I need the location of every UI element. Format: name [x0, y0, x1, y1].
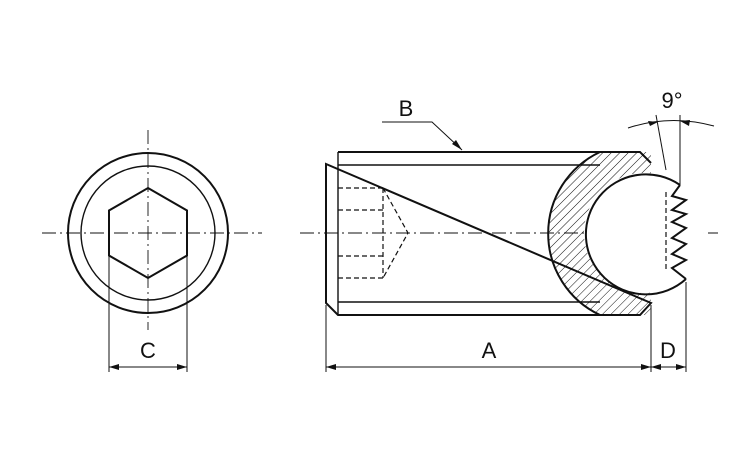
angle-inclined-line — [655, 114, 667, 171]
inner-circle — [80, 165, 216, 301]
hex-socket — [108, 186, 188, 280]
label-a: A — [482, 338, 497, 363]
ball-outline — [584, 173, 687, 296]
outer-thread-circle — [67, 152, 229, 314]
body-outline — [325, 151, 653, 316]
dim-d-arrow-left — [651, 364, 661, 370]
angle-arrow-right — [680, 120, 690, 126]
dim-c-arrow-left — [109, 364, 119, 370]
dim-a-arrow-left — [326, 364, 336, 370]
serrated-face — [669, 184, 689, 280]
label-angle: 9° — [661, 88, 682, 113]
leader-b-arrow — [452, 140, 462, 150]
dim-c-arrow-right — [177, 364, 187, 370]
end-view: C — [42, 130, 262, 372]
label-d: D — [660, 338, 676, 363]
section-arc — [547, 151, 601, 316]
angle-arrow-left — [648, 121, 658, 126]
hidden-socket — [338, 187, 409, 279]
side-view: B A D 9° — [300, 88, 718, 372]
label-b: B — [399, 96, 414, 121]
leader-b — [382, 121, 463, 151]
label-c: C — [140, 338, 156, 363]
dim-d-arrow-right — [676, 364, 686, 370]
dim-a-arrow-right — [641, 364, 651, 370]
angle-arc — [627, 120, 715, 129]
